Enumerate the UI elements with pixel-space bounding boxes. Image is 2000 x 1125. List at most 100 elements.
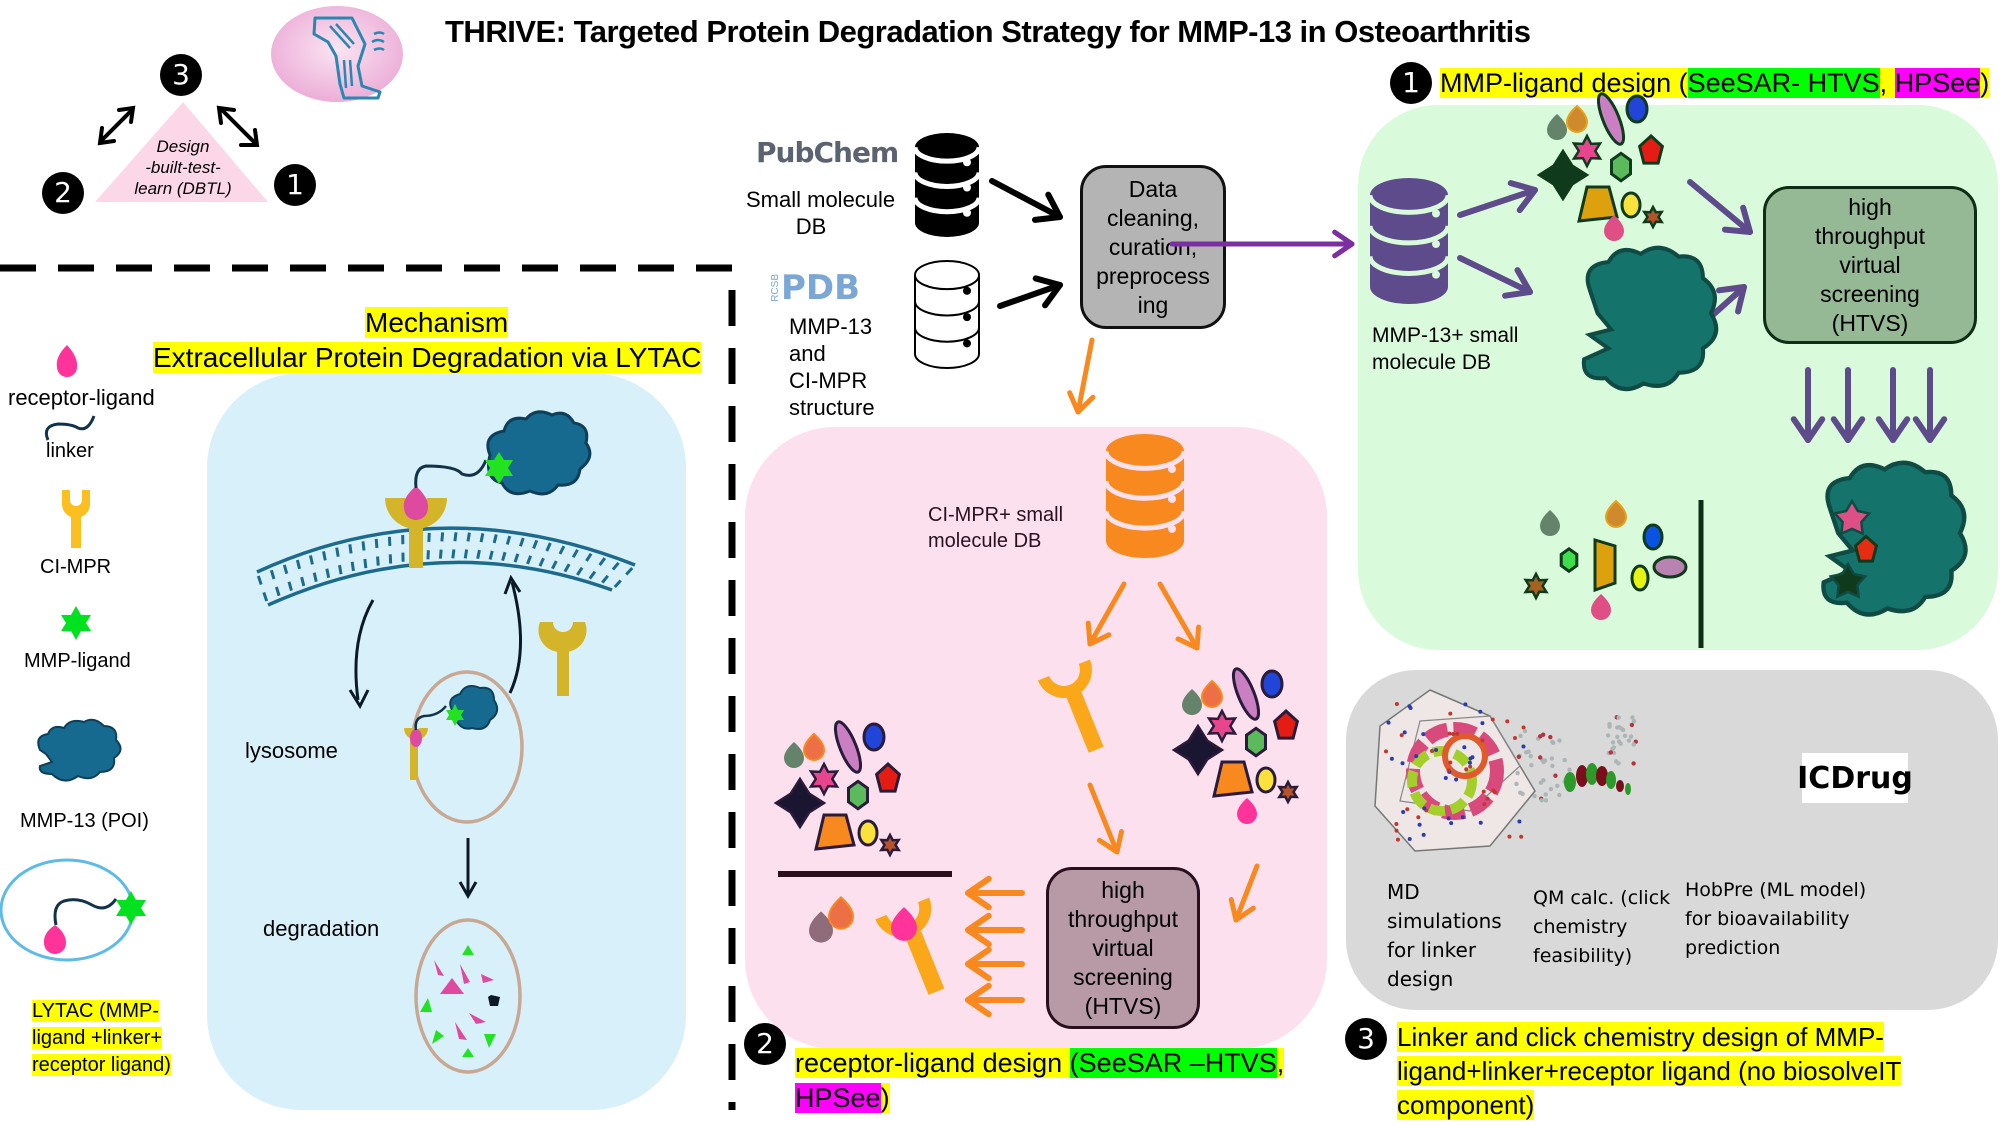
atom xyxy=(1529,762,1534,768)
step1-db-label: MMP-13+ small molecule DB xyxy=(1372,324,1519,374)
ci-mpr-receptor-step2 xyxy=(1037,659,1104,753)
atom xyxy=(1543,792,1548,797)
solvent-ion xyxy=(1433,748,1438,753)
mmp-ligand-icon xyxy=(61,606,91,640)
md-simulation-caption: MD simulations for linker design xyxy=(1387,880,1502,991)
membrane-lipid xyxy=(300,576,306,587)
solvent-ion xyxy=(1384,749,1389,754)
bound-ligand-star-dark xyxy=(1828,561,1868,599)
membrane-lipid xyxy=(350,561,355,572)
result-drop-grey xyxy=(1540,510,1560,536)
lysosome-contents xyxy=(404,685,499,780)
atom xyxy=(1548,786,1554,792)
ligand-star-dark xyxy=(1171,723,1225,777)
htvs-result-arrow-step2-4 xyxy=(965,982,1025,1018)
degradation-vesicle xyxy=(414,918,522,1074)
membrane-lipid xyxy=(585,552,593,562)
solvent-ion xyxy=(1463,702,1468,707)
solvent-ion xyxy=(1448,760,1453,765)
ligand-star-dark xyxy=(1536,148,1590,202)
atom xyxy=(1567,767,1572,773)
atom xyxy=(1608,750,1614,755)
htvs-result-arrow-2 xyxy=(1830,367,1866,443)
atom xyxy=(1555,783,1560,788)
step2-db-label: CI-MPR+ small molecule DB xyxy=(928,504,1064,552)
solvent-ion xyxy=(1421,832,1426,837)
atom xyxy=(1520,791,1525,797)
atom xyxy=(1630,715,1635,720)
membrane-lipid xyxy=(505,535,512,545)
solvent-ion xyxy=(1512,736,1517,741)
solvent-ion xyxy=(1454,777,1459,782)
membrane-lipid xyxy=(440,532,445,542)
atom xyxy=(1515,770,1520,776)
result-ellipse-violet xyxy=(1652,555,1688,579)
atom xyxy=(1631,742,1637,747)
membrane-lipid xyxy=(492,534,498,544)
cimpr-db-to-ligands-arrow xyxy=(1157,581,1202,651)
htvs-result-arrow-1 xyxy=(1790,367,1826,443)
atom xyxy=(1631,719,1637,724)
atom xyxy=(1557,792,1562,798)
pdb-caption: MMP-13 and CI-MPR structure xyxy=(789,314,875,420)
ligand-drop-grey xyxy=(784,742,804,768)
legend-lytac: LYTAC (MMP- ligand +linker+ receptor lig… xyxy=(32,1000,171,1076)
dbtl-label: Design -built-test- learn (DBTL) xyxy=(134,137,232,198)
step1-title: MMP-ligand design (SeeSAR- HTVS, HPSee) xyxy=(1440,68,1990,98)
ligand-pentagon-red xyxy=(1637,133,1665,165)
atom xyxy=(1541,759,1546,765)
membrane-lipid xyxy=(287,581,293,592)
atom xyxy=(1616,715,1621,720)
membrane-lipid xyxy=(274,586,281,597)
solvent-ion xyxy=(1400,761,1405,766)
membrane-lipid xyxy=(576,566,584,576)
membrane-lipid xyxy=(501,551,507,562)
solvent-ion xyxy=(1455,731,1460,736)
membrane-lipid xyxy=(376,556,380,566)
solvent-ion xyxy=(1389,756,1394,761)
atom xyxy=(1629,722,1635,728)
mechanism-subheading: Extracellular Protein Degradation via LY… xyxy=(153,342,702,373)
icdrug-logo: ICDrug xyxy=(1797,753,1913,803)
bound-ligand-star-pink xyxy=(1832,498,1872,536)
dbtl-triangle xyxy=(95,102,268,202)
membrane-lipid xyxy=(479,533,485,543)
step1-ligand-library xyxy=(1536,92,1665,230)
solvent-ion xyxy=(1490,717,1495,722)
membrane-lipid xyxy=(282,564,289,575)
solvent-ion xyxy=(1405,807,1410,812)
membrane-lipid xyxy=(519,537,525,547)
ligand-pentagon-red xyxy=(1272,708,1300,740)
solvent-ion xyxy=(1482,802,1487,807)
degradation-label: degradation xyxy=(263,916,380,941)
ligand-hexagon-green xyxy=(1245,726,1267,758)
degraded-fragments xyxy=(420,945,500,1057)
atom xyxy=(1543,798,1549,803)
htvs-result-arrow-step2-2 xyxy=(965,912,1025,948)
mechanism-heading: Mechanism xyxy=(365,307,509,338)
mmp13-database-icon xyxy=(1367,178,1451,304)
membrane-lipid xyxy=(545,542,552,552)
atom xyxy=(1631,761,1636,766)
solvent-ion xyxy=(1521,744,1526,749)
solvent-ion xyxy=(1462,745,1467,750)
solvent-ion xyxy=(1394,701,1399,706)
dbtl-arrow-left xyxy=(100,110,132,142)
membrane-lipid xyxy=(269,569,276,580)
ligand-hexagon-green xyxy=(847,779,869,811)
solvent-ion xyxy=(1478,820,1483,825)
membrane-lipid xyxy=(325,568,331,579)
solvent-ion xyxy=(1443,776,1448,781)
membrane-lipid xyxy=(538,557,545,567)
step2-htvs-box: high throughput virtual screening (HTVS) xyxy=(1046,867,1200,1029)
membrane-lipid xyxy=(451,549,456,559)
ci-mpr-receptor-bound-step2 xyxy=(875,897,945,995)
atom xyxy=(1549,756,1555,761)
membrane-lipid xyxy=(611,561,620,571)
mmp-ligand-star xyxy=(485,452,513,484)
ligand-oval-yellow xyxy=(1620,191,1642,219)
membrane-lipid xyxy=(361,541,366,551)
qm-calculation-image xyxy=(1514,714,1638,803)
membrane-lipid xyxy=(488,550,494,560)
